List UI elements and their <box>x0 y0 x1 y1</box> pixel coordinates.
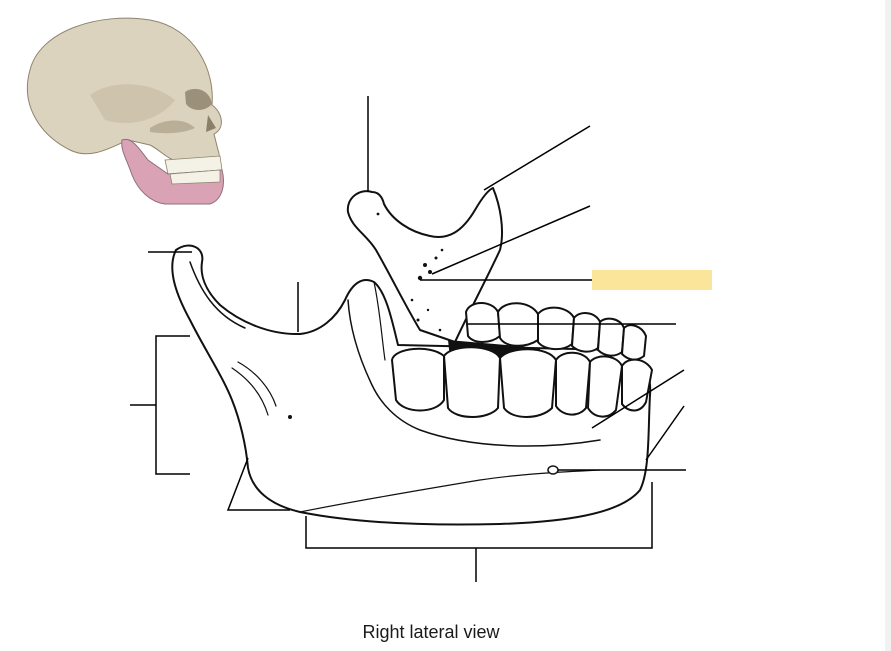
highlighted-label-box <box>592 270 712 290</box>
leader-lingula <box>431 205 591 275</box>
bracket-body <box>305 482 653 549</box>
mental-foramen <box>547 465 559 475</box>
leader-mental-protuberance <box>645 405 685 461</box>
leader-angle <box>226 457 290 511</box>
leader-coronoid <box>483 125 591 191</box>
near-teeth <box>391 346 653 418</box>
figure-caption: Right lateral view <box>362 622 500 642</box>
page-edge <box>885 0 891 651</box>
skull-thumbnail <box>26 17 224 205</box>
leader-lines <box>130 96 686 582</box>
leader-teeth <box>591 369 685 429</box>
